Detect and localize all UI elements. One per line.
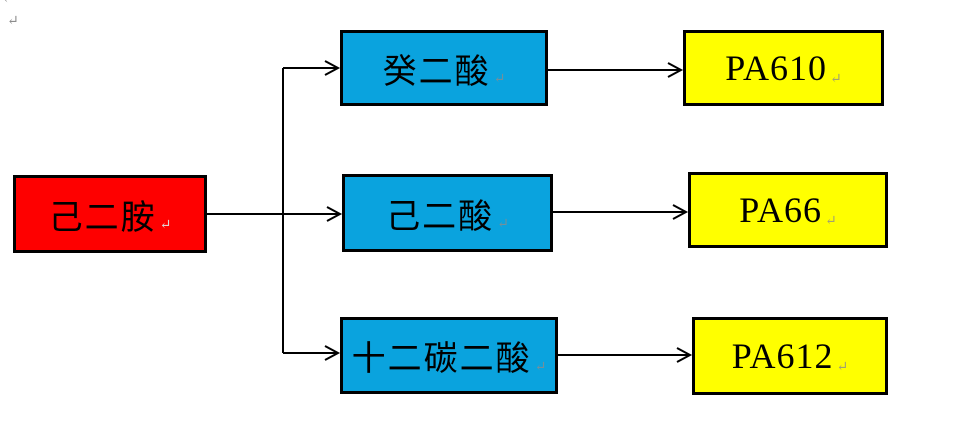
arrowhead-to-pa610 (667, 62, 684, 78)
arrowhead-to-adipic-acid (326, 206, 343, 222)
paragraph-mark-icon: ↵ (493, 72, 506, 87)
node-label: 己二胺 (48, 199, 157, 237)
paragraph-mark-icon: ↵ (7, 14, 19, 29)
arrowhead-to-pa66 (672, 204, 689, 220)
node-label: 癸二酸 (382, 53, 491, 91)
paragraph-mark-icon: ↵ (2, 0, 14, 7)
paragraph-mark-icon: ↵ (497, 217, 509, 232)
paragraph-mark-icon: ↵ (534, 359, 547, 375)
node-label: PA610 (725, 48, 827, 88)
paragraph-mark-icon: ↵ (159, 218, 172, 233)
node-label: 十二碳二酸 (351, 341, 532, 378)
paragraph-mark-icon: ↵ (824, 214, 837, 229)
paragraph-mark-icon: ↵ (836, 360, 849, 375)
node-label: PA66 (739, 190, 822, 230)
node-hexamethylenediamine[interactable]: 己二胺 ↵ (13, 175, 207, 253)
node-pa610[interactable]: PA610 ↵ (683, 30, 884, 106)
node-pa612[interactable]: PA612 ↵ (692, 317, 888, 395)
node-pa66[interactable]: PA66 ↵ (688, 172, 888, 248)
node-label: PA612 (731, 336, 834, 376)
node-label: 己二酸 (386, 198, 495, 236)
paragraph-mark-icon: ↵ (829, 72, 842, 87)
arrowhead-to-pa612 (676, 347, 693, 363)
arrowhead-to-dodecanedioic-acid (324, 345, 341, 361)
arrowhead-to-sebacic-acid (324, 60, 341, 76)
node-sebacic-acid[interactable]: 癸二酸 ↵ (340, 30, 548, 106)
node-adipic-acid[interactable]: 己二酸 ↵ (342, 174, 553, 252)
node-dodecanedioic-acid[interactable]: 十二碳二酸 ↵ (340, 317, 558, 394)
